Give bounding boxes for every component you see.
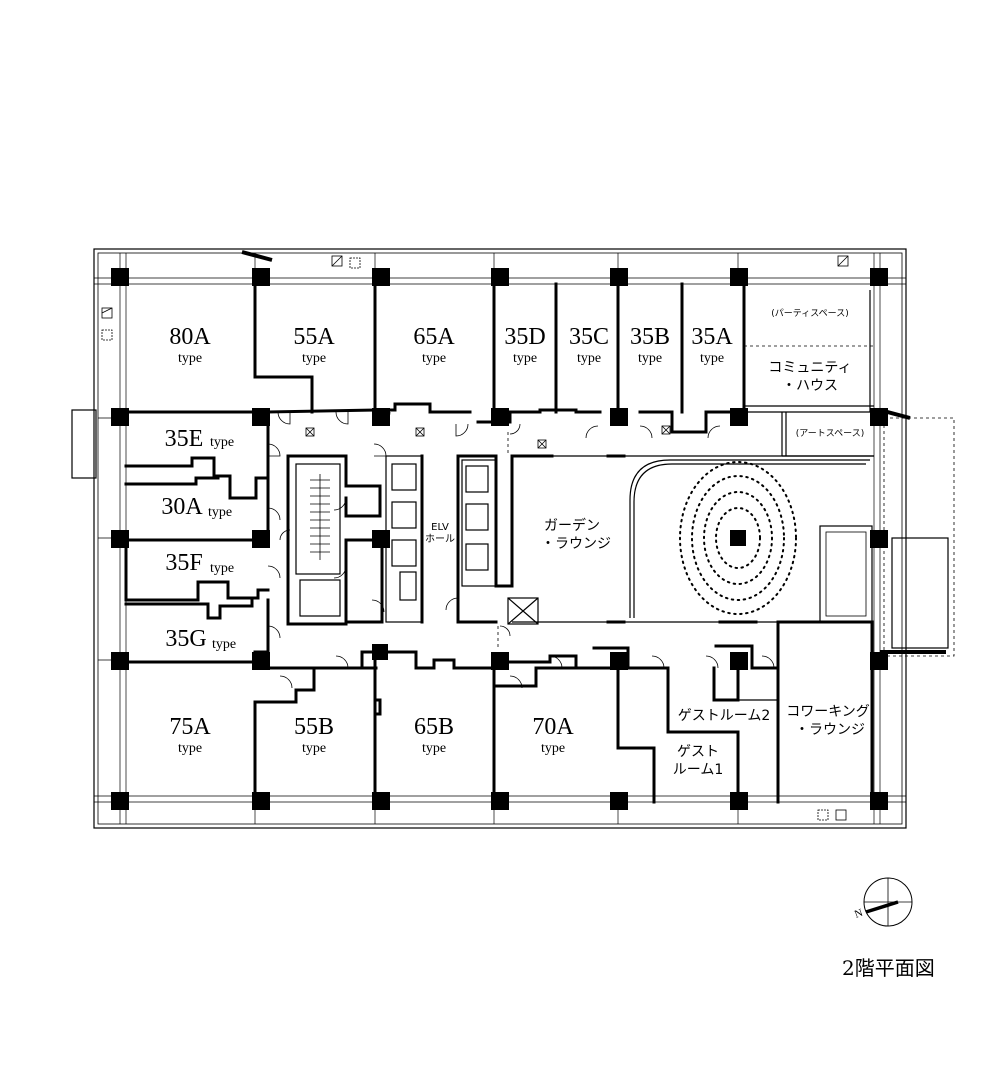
door-swings <box>267 411 775 689</box>
compass-north-label: N <box>853 907 865 921</box>
garden-edge <box>629 459 870 618</box>
unit-35b-label: 35B <box>630 324 670 350</box>
unit-30a-type: type <box>208 505 232 520</box>
unit-65b-label: 65B <box>414 714 454 740</box>
unit-35a-type: type <box>700 351 724 366</box>
garden-label-line2: ・ラウンジ <box>541 536 611 552</box>
stair-treads <box>310 474 330 560</box>
unit-65a-type: type <box>422 351 446 366</box>
coworking-label-line1: コワーキング <box>786 704 870 720</box>
party-space-label: (パーティスペース) <box>771 308 848 319</box>
accent-marks <box>241 250 946 654</box>
unit-35b-type: type <box>638 351 662 366</box>
space-labels: (パーティスペース) コミュニティ ・ハウス (アートスペース) ガーデン ・ラ… <box>425 308 870 778</box>
small-symbols <box>101 255 849 821</box>
unit-65b-type: type <box>422 741 446 756</box>
north-compass-icon: N <box>853 877 913 927</box>
unit-55a-label: 55A <box>293 324 335 350</box>
unit-35f-label: 35F <box>165 550 202 576</box>
unit-55b-label: 55B <box>294 714 334 740</box>
building-outline <box>71 248 955 829</box>
unit-65a-label: 65A <box>413 324 455 350</box>
floor-plan-caption: 2階平面図 <box>842 956 935 980</box>
unit-35d-type: type <box>513 351 537 366</box>
community-label-line1: コミュニティ <box>768 360 851 376</box>
guest-room-2-label: ゲストルーム2 <box>678 708 771 724</box>
core-stairs-elevators <box>286 454 874 626</box>
unit-35g-type: type <box>212 637 236 652</box>
unit-35e-label: 35E <box>165 426 204 452</box>
structural-columns <box>111 268 888 810</box>
coworking-label-line2: ・ラウンジ <box>795 722 865 738</box>
unit-35a-label: 35A <box>691 324 733 350</box>
unit-35c-type: type <box>577 351 601 366</box>
elv-label-line1: ELV <box>431 522 449 533</box>
unit-55a-type: type <box>302 351 326 366</box>
unit-35d-label: 35D <box>504 324 545 350</box>
guest-room-1-label-line1: ゲスト <box>677 744 719 760</box>
garden-label-line1: ガーデン <box>544 517 600 534</box>
unit-30a-label: 30A <box>161 494 203 520</box>
unit-75a-type: type <box>178 741 202 756</box>
unit-75a-label: 75A <box>169 714 211 740</box>
community-label-line2: ・ハウス <box>782 378 838 394</box>
unit-35f-type: type <box>210 561 234 576</box>
unit-35c-label: 35C <box>569 324 609 350</box>
unit-35e-type: type <box>210 435 234 450</box>
unit-70a-type: type <box>541 741 565 756</box>
art-space-label: (アートスペース) <box>796 429 864 439</box>
unit-70a-label: 70A <box>532 714 574 740</box>
unit-80a-type: type <box>178 351 202 366</box>
elv-label-line2: ホール <box>425 533 455 545</box>
guest-room-1-label-line2: ルーム1 <box>673 762 724 778</box>
unit-55b-type: type <box>302 741 326 756</box>
unit-35g-label: 35G <box>165 626 206 652</box>
unit-labels: 80A type 55A type 65A type 35D type 35C … <box>161 324 733 756</box>
garden-rings <box>679 461 797 615</box>
unit-80a-label: 80A <box>169 324 211 350</box>
